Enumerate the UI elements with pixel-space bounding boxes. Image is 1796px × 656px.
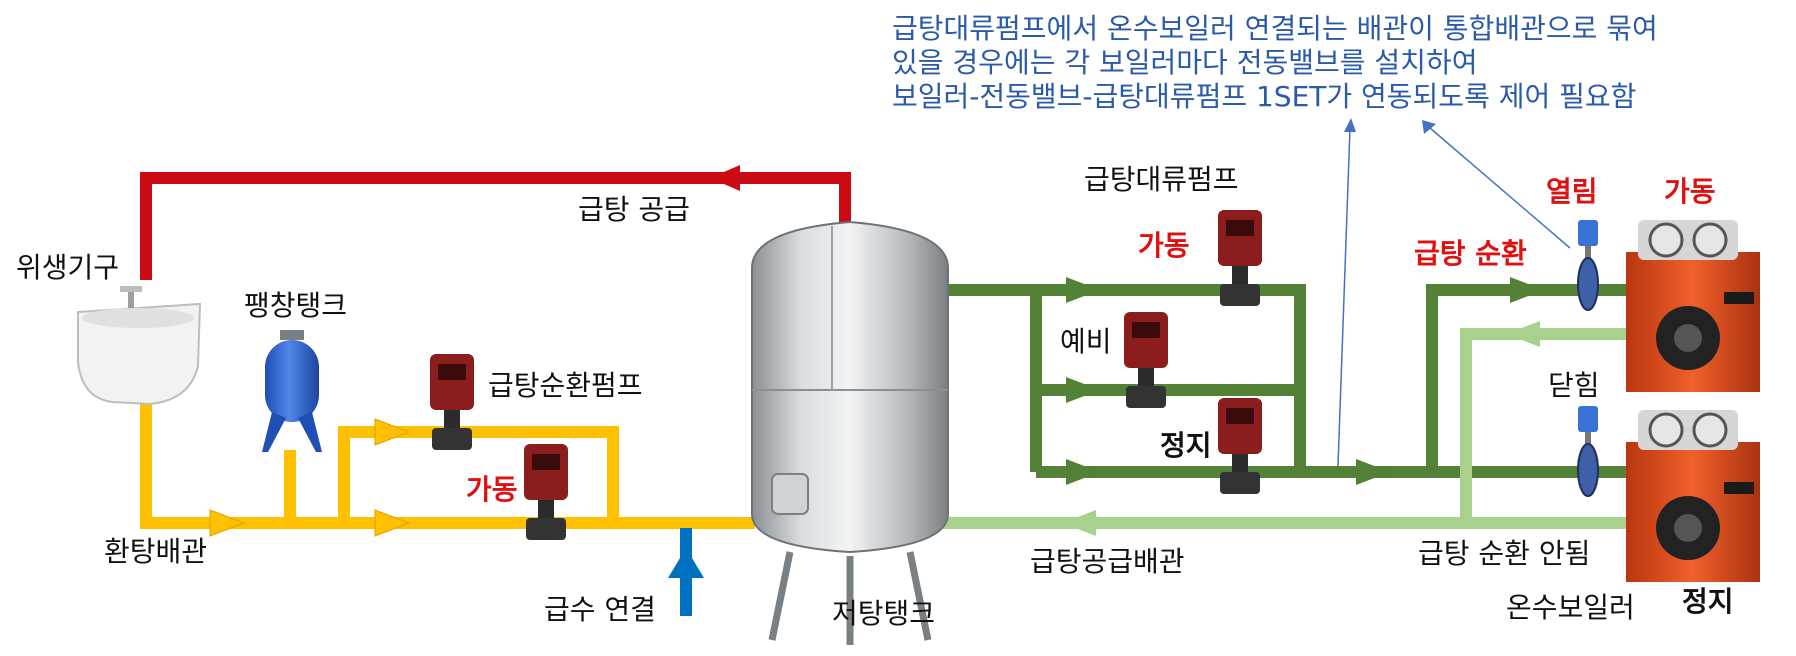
supply-pipe-label: 급탕공급배관 (1030, 545, 1185, 578)
conv-arrow-1 (1066, 277, 1100, 303)
conv-arrow-2 (1066, 377, 1100, 403)
note-pointer-2-head (1422, 120, 1436, 134)
conv-arrow-3 (1066, 459, 1100, 485)
conv-pump-3-status: 정지 (1160, 429, 1212, 462)
note-line-3: 보일러-전동밸브-급탕대류펌프 1SET가 연동되도록 제어 필요함 (892, 80, 1637, 113)
conv-arrow-4 (1356, 459, 1390, 485)
circ-pump-standby (430, 354, 474, 450)
valve-open (1577, 220, 1599, 311)
note-pointer-1 (1337, 127, 1351, 467)
return-pipe-label: 환탕배관 (104, 535, 208, 568)
water-inlet-arrow (668, 548, 704, 578)
circ-pump-label: 급탕순환펌프 (488, 369, 643, 402)
note-pointer-1-head (1344, 118, 1356, 132)
conv-pump-1-status: 가동 (1138, 229, 1190, 262)
return-flow-arrow-3 (374, 509, 411, 537)
conv-pump-label: 급탕대류펌프 (1084, 163, 1239, 196)
boiler-running (1626, 220, 1760, 392)
light-arrow-1 (1062, 510, 1096, 536)
valve-closed-label: 닫힘 (1548, 369, 1600, 402)
supply-flow-arrow (710, 165, 740, 191)
valve-closed (1577, 406, 1599, 497)
supply-return-light-pipe (930, 328, 1626, 529)
fixture-label: 위생기구 (16, 251, 120, 284)
sink-fixture (77, 286, 202, 406)
circ-pump-running (524, 444, 568, 540)
expansion-tank-label: 팽창탱크 (244, 289, 348, 322)
water-inlet-label: 급수 연결 (544, 593, 656, 626)
note-line-2: 있을 경우에는 각 보일러마다 전동밸브를 설치하여 (892, 46, 1478, 79)
conv-pump-standby (1124, 312, 1168, 408)
boiler-stopped (1626, 410, 1760, 582)
boiler-1-status: 가동 (1664, 175, 1716, 208)
light-arrow-2 (1506, 321, 1540, 347)
hot-water-supply-pipe (140, 172, 851, 280)
boiler-2-status: 정지 (1682, 585, 1734, 618)
expansion-tank (262, 330, 322, 452)
return-flow-arrow-2 (374, 418, 411, 446)
storage-tank (751, 220, 949, 645)
circ-pump-status: 가동 (466, 473, 518, 506)
convection-pipes (930, 284, 1626, 478)
note-pointer-2 (1429, 127, 1571, 249)
valve-open-label: 열림 (1546, 175, 1598, 208)
storage-tank-label: 저탕탱크 (832, 597, 936, 630)
supply-top-label: 급탕 공급 (578, 193, 690, 226)
boiler-label: 온수보일러 (1506, 591, 1635, 624)
return-flow-arrow-1 (209, 509, 246, 537)
conv-pump-2-status: 예비 (1060, 325, 1112, 358)
note-line-1: 급탕대류펌프에서 온수보일러 연결되는 배관이 통합배관으로 묶여 (892, 12, 1658, 45)
control-note: 급탕대류펌프에서 온수보일러 연결되는 배관이 통합배관으로 묶여 있을 경우에… (892, 12, 1658, 114)
circulation-label: 급탕 순환 (1414, 237, 1527, 270)
no-circulation-label: 급탕 순환 안됨 (1418, 537, 1591, 570)
conv-pump-running (1218, 210, 1262, 306)
conv-pump-stopped (1218, 398, 1262, 494)
conv-arrow-5 (1510, 277, 1544, 303)
